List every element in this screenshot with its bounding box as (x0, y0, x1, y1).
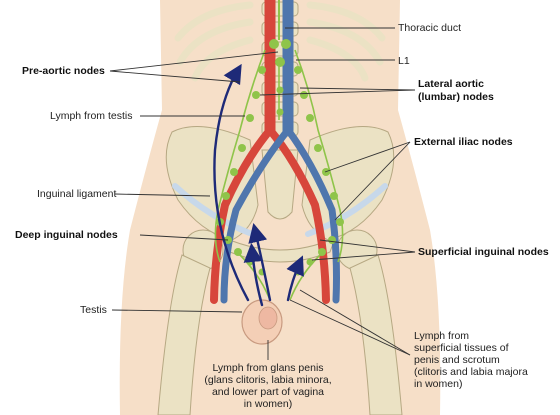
lymph-flow-arrows (213, 63, 304, 307)
label-lateral-aortic-nodes-line2: (lumbar) nodes (418, 91, 494, 103)
label-pre-aortic-nodes: Pre-aortic nodes (22, 65, 105, 77)
label-superficial-tissues-line5: in women) (414, 378, 463, 390)
label-lymph-from-glans-line3: and lower part of vagina (211, 386, 325, 398)
label-superficial-inguinal-nodes: Superficial inguinal nodes (418, 246, 549, 258)
label-deep-inguinal-nodes: Deep inguinal nodes (15, 229, 118, 241)
lymph-nodes (216, 39, 344, 276)
label-inguinal-ligament: Inguinal ligament (37, 188, 117, 200)
leader-lines (109, 27, 416, 360)
label-lymph-from-glans-line1: Lymph from glans penis (212, 362, 324, 374)
label-l1: L1 (398, 55, 410, 67)
label-superficial-tissues-line3: penis and scrotum (414, 354, 500, 366)
label-lymph-from-glans-line2: (glans clitoris, labia minora, (204, 374, 332, 386)
label-lateral-aortic-nodes-line1: Lateral aortic (418, 78, 484, 90)
label-lymph-from-glans-line4: in women) (243, 398, 293, 410)
label-superficial-tissues-line4: (clitoris and labia majora (414, 366, 528, 378)
aorta-and-iliac-arteries (210, 0, 330, 304)
rib-cage (174, 1, 386, 82)
label-superficial-tissues-line2: superficial tissues of (414, 342, 509, 354)
label-thoracic-duct: Thoracic duct (398, 22, 462, 34)
inferior-vena-cava-and-iliac-veins (220, 0, 340, 304)
testis (241, 299, 283, 345)
label-superficial-tissues-line1: Lymph from (414, 330, 470, 342)
label-external-iliac-nodes: External iliac nodes (414, 136, 513, 148)
label-lymph-from-testis: Lymph from testis (50, 110, 133, 122)
label-testis: Testis (80, 304, 107, 316)
